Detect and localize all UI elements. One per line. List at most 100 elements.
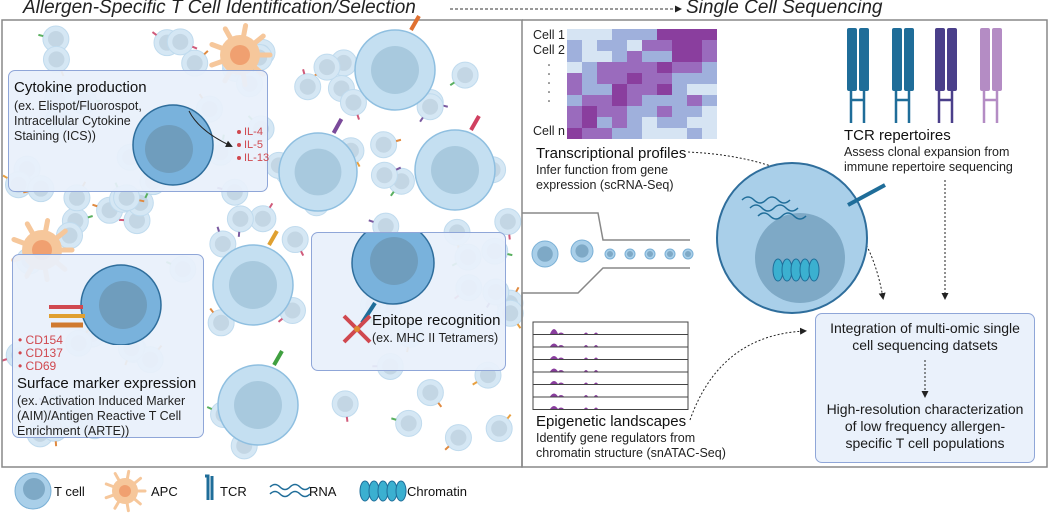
receptor [437,402,443,408]
cell-nucleus [118,189,135,206]
marker-il5: IL-5 [244,139,263,151]
cell-nucleus [431,146,479,194]
cell-nucleus [299,78,316,95]
integration-box: Integration of multi-omic single cell se… [815,313,1035,463]
small-t-cell-icon [444,424,472,452]
small-t-cell-icon [370,131,402,159]
heatmap-cell [702,40,717,51]
result-line-1: High-resolution characterization [826,401,1024,417]
heatmap-cell [702,84,717,95]
heatmap-cell [597,95,612,106]
tcr-desc-2: immune repertoire sequencing [844,160,1013,174]
transcriptional-arrow [687,151,886,300]
heatmap-cell [657,62,672,73]
heatmap-cell [642,95,657,106]
cytokine-desc-1: (ex. Elispot/Fluorospot, [14,99,142,113]
receptor [206,406,213,410]
heatmap-cell [642,128,657,139]
heatmap-cell [627,95,642,106]
transcriptional-title: Transcriptional profiles [536,145,687,162]
transcriptional-desc-2: expression (scRNA-Seq) [536,178,674,192]
heatmap-cell [627,117,642,128]
heatmap-cell [597,117,612,128]
cell-nucleus [499,213,516,230]
rna-strand [749,204,799,212]
heatmap-cell [657,95,672,106]
heatmap-cell [612,128,627,139]
epitope-cell-graphic [342,233,435,344]
tcr-chain-alpha [847,28,857,91]
heatmap-ellipsis-dot [548,100,550,102]
atac-track [532,396,689,410]
heatmap-cell [687,40,702,51]
heatmap-cell [597,29,612,40]
receptor [469,115,481,131]
tcr-icon [892,28,914,123]
receptor [516,323,522,329]
cell-nucleus [376,167,393,184]
heatmap-cell [672,29,687,40]
receptor [395,166,402,171]
heatmap-cell [702,51,717,62]
heatmap-cell [657,106,672,117]
cytokine-title: Cytokine production [14,79,147,96]
small-t-cell-icon [209,226,237,258]
receptor [272,350,284,366]
heatmap-cell [672,51,687,62]
receptor [203,50,209,56]
heatmap-cell [672,106,687,117]
heatmap-cell [687,95,702,106]
marker-il4: IL-4 [244,126,263,138]
legend-rna: RNA [309,484,337,499]
cell-nucleus [479,367,496,384]
receptor [267,230,279,246]
heatmap-label-cell1: Cell 1 [533,28,565,42]
droplet-nucleus [667,251,673,257]
epigenetic-title: Epigenetic landscapes [536,413,687,430]
heatmap-cell [612,106,627,117]
heatmap-cell [642,62,657,73]
large-t-cell-icon [354,15,436,111]
heatmap-cell [672,128,687,139]
receptor [506,414,512,420]
heatmap-cell [582,73,597,84]
heatmap-cell [567,128,582,139]
heatmap-cell [567,106,582,117]
cell-nucleus [345,94,362,111]
legend-tcr: TCR [220,484,247,499]
large-t-cell-icon [217,350,299,446]
heatmap-cell [597,73,612,84]
legend-apc: APC [151,484,178,499]
cell-nucleus [186,55,203,72]
heatmap-cell [687,62,702,73]
receptor [508,234,511,240]
heatmap-cell [567,40,582,51]
integration-line-1: Integration of multi-omic single [830,320,1020,336]
receptor [151,31,158,36]
heatmap-cell [702,95,717,106]
surface-marker-cell-graphic [49,264,162,345]
epigenetic-arrow [689,327,807,421]
heatmap-cell [567,117,582,128]
cell-nucleus [294,148,342,196]
heatmap-cell [702,117,717,128]
integration-arrow [921,360,929,398]
apc-icon [104,469,147,513]
cell-nucleus [450,429,467,446]
rna-icon [269,490,311,498]
heatmap-cell [642,51,657,62]
heatmap-cell [582,128,597,139]
heatmap-label-cell2: Cell 2 [533,43,565,57]
large-t-cells [11,15,496,446]
tcr-icon [847,28,869,123]
apc-nucleus [119,485,131,497]
receptor [391,417,397,421]
heatmap-cell [687,106,702,117]
receptor [331,118,344,134]
receptor [300,250,305,257]
heatmap-cell [597,128,612,139]
receptor [345,416,349,422]
chromatin-icon [395,480,407,502]
rna-strand [757,212,807,220]
heatmap-cell [642,29,657,40]
